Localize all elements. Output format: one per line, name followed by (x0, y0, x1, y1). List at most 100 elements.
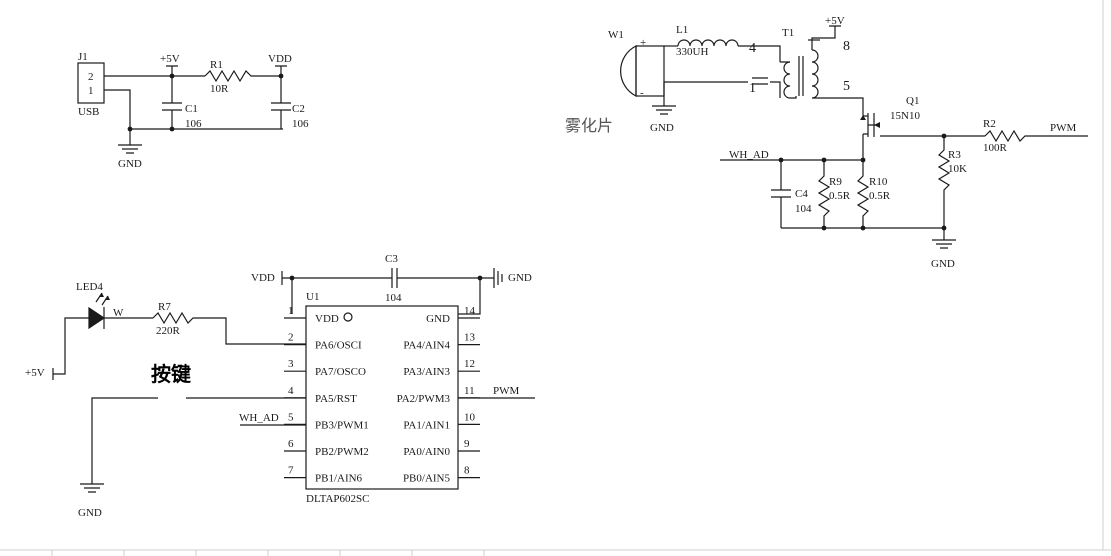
led-net-label: W (113, 307, 124, 319)
wire-t1-q1-drain (812, 97, 864, 110)
u1-pin-number-right: 8 (464, 465, 470, 477)
u1-pin-number-left: 3 (288, 358, 294, 370)
r9-value: 0.5R (829, 190, 851, 202)
u1-pin-number-right: 11 (464, 385, 475, 397)
wh-ad-label: WH_AD (729, 149, 769, 161)
led4-diode (88, 306, 106, 330)
u1-pin-name-right: PA0/AIN0 (403, 446, 450, 458)
q1-arrow (860, 115, 866, 120)
j1-pin1: 1 (88, 85, 94, 97)
p5v-label: +5V (160, 53, 180, 65)
u1-pin-number-right: 10 (464, 411, 476, 423)
pwm-net-label-mcu: PWM (493, 385, 520, 397)
gnd-label-btn: GND (78, 507, 102, 519)
u1-pin-name-left: PB3/PWM1 (315, 419, 369, 431)
r3-value: 10K (948, 163, 967, 175)
led4-ref: LED4 (76, 281, 103, 293)
w1-minus: - (640, 87, 644, 99)
w1-ref: W1 (608, 29, 624, 41)
u1-pin-number-right: 13 (464, 332, 476, 344)
c4-value: 104 (795, 203, 812, 215)
vdd-label-mcu: VDD (251, 272, 275, 284)
w1-plus: + (640, 37, 646, 49)
wire-t1-p5v (811, 25, 841, 50)
r10-value: 0.5R (869, 190, 891, 202)
wire-l1-t1 (738, 45, 781, 62)
r3-resistor (937, 136, 951, 228)
c4-ref: C4 (795, 188, 808, 200)
button-label: 按键 (151, 362, 191, 386)
l1-value: 330UH (676, 46, 708, 58)
wire-t1-primary-bottom (770, 81, 781, 98)
c3-value: 104 (385, 292, 402, 304)
c4-capacitor (771, 160, 791, 228)
q1-gate-arrow (874, 122, 880, 128)
u1-part: DLTAP602SC (306, 493, 370, 505)
junction-dot (127, 126, 133, 132)
u1-pin-number-left: 6 (288, 438, 294, 450)
c3-ref: C3 (385, 253, 398, 265)
q1-value: 15N10 (890, 110, 920, 122)
r7-ref: R7 (158, 301, 171, 313)
r1-ref: R1 (210, 59, 223, 71)
p5v-label-t1: +5V (825, 15, 845, 27)
u1-pin-number-left: 1 (288, 305, 294, 317)
u1-pin-number-left: 4 (288, 385, 294, 397)
c1-capacitor (162, 76, 182, 129)
r2-ref: R2 (983, 118, 996, 130)
u1-pin-name-left: PA6/OSCI (315, 340, 362, 352)
c1-ref: C1 (185, 103, 198, 115)
u1-pin-number-left: 7 (288, 465, 294, 477)
u1-pin-name-left: PB1/AIN6 (315, 473, 363, 485)
t1-primary-leads (780, 61, 797, 99)
u1-pin-number-left: 2 (288, 332, 294, 344)
gnd-symbol-horizontal (480, 268, 503, 288)
u1-pin-name-left: PA5/RST (315, 393, 357, 405)
atomizer-label: 雾化片 (565, 116, 613, 135)
j1-ref: J1 (78, 51, 88, 63)
u1-pin-name-left: PA7/OSCO (315, 366, 366, 378)
u1-pin-number-left: 5 (288, 411, 294, 423)
r2-value: 100R (983, 142, 1008, 154)
gnd-symbol (652, 105, 676, 115)
usb-power-section: J1 2 1 USB GND +5V R1 10R VDD C1 106 C2 … (77, 51, 309, 170)
gnd-label: GND (650, 122, 674, 134)
p5v-neg-label: +5V (25, 367, 45, 379)
j1-pin2: 2 (88, 71, 94, 83)
usb-connector-body (77, 62, 105, 104)
wire-pin1-pin14 (291, 278, 481, 315)
gnd-symbol (80, 483, 104, 493)
t1-secondary-coil (811, 49, 819, 99)
l1-inductor (677, 39, 739, 47)
mcu-section: VDD C3 104 GND U1 DLTAP602SC 1VDD2PA6/OS… (25, 253, 535, 519)
u1-pin-name-right: GND (426, 313, 450, 325)
gnd-symbol (118, 144, 142, 154)
t1-pin8: 8 (843, 39, 850, 54)
r1-value: 10R (210, 83, 229, 95)
t1-ref: T1 (782, 27, 794, 39)
sheet-ruler (51, 550, 485, 556)
junction-dot (169, 126, 175, 132)
wire-w1-minus (663, 81, 748, 96)
q1-ref: Q1 (906, 95, 919, 107)
r10-resistor (856, 160, 870, 228)
led4-arrow-1 (99, 293, 104, 297)
pwm-net-label: PWM (1050, 122, 1077, 134)
c2-value: 106 (292, 118, 309, 130)
u1-pin-name-right: PA2/PWM3 (397, 393, 451, 405)
c2-capacitor (271, 76, 291, 129)
wh-ad-net-label-mcu: WH_AD (239, 412, 279, 424)
led4-arrow-2 (105, 296, 110, 300)
junction-dot (941, 225, 947, 231)
w1-piezo-body (635, 45, 665, 97)
r7-resistor (152, 311, 306, 345)
r9-resistor (817, 160, 831, 228)
u1-pin-number-right: 9 (464, 438, 470, 450)
u1-ref: U1 (306, 291, 319, 303)
w1-piezo-disc (620, 45, 637, 97)
gnd-label: GND (118, 158, 142, 170)
t1-primary-coil (783, 61, 791, 99)
u1-pin-name-right: PB0/AIN5 (403, 473, 451, 485)
junction-dot (860, 225, 866, 231)
r7-value: 220R (156, 325, 181, 337)
